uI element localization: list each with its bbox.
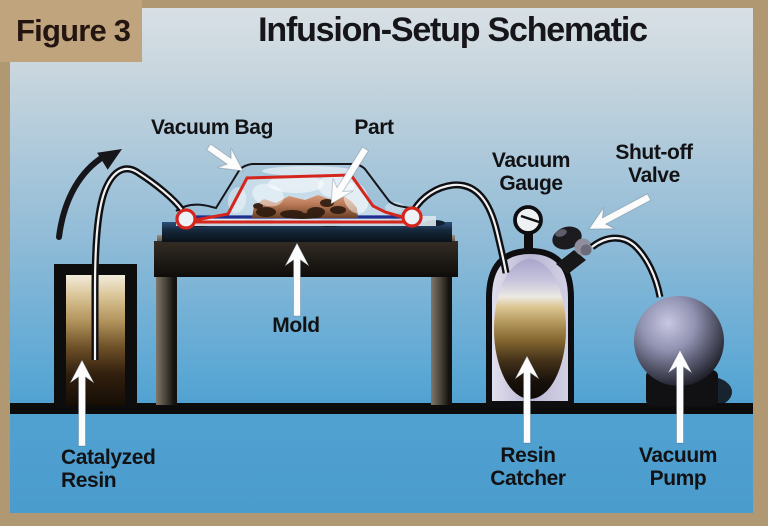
vacuum-bag-pointer-arrow <box>205 143 244 172</box>
gauge-needle <box>520 214 540 224</box>
mold-surface-layer <box>162 222 452 242</box>
label-part: Part <box>354 116 394 139</box>
mold-slab <box>154 241 458 277</box>
vacuum-pump-pointer-arrow <box>667 348 693 444</box>
figure-label: Figure 3 <box>16 13 131 48</box>
part-pointer-arrow <box>330 146 370 205</box>
flow-direction-arrow <box>56 149 122 240</box>
label-vacuum-pump: Vacuum Pump <box>638 444 718 490</box>
resin-feed-tube <box>91 165 185 360</box>
mold-leg-right <box>431 275 452 405</box>
label-vacuum-gauge: Vacuum Gauge <box>491 149 571 195</box>
label-vacuum-bag: Vacuum Bag <box>150 116 274 139</box>
page-title: Infusion-Setup Schematic <box>258 11 648 49</box>
figure-tag-box: Figure 3 <box>0 0 142 62</box>
inlet-fitting-ring <box>175 208 197 230</box>
label-mold: Mold <box>272 314 320 337</box>
resin-catcher-pointer-arrow <box>514 354 540 444</box>
bag-outline <box>175 163 418 212</box>
vacuum-bag-assembly <box>175 163 436 226</box>
shutoff-valve-body <box>552 226 592 274</box>
pump-sphere <box>634 296 724 386</box>
gauge-stem <box>524 232 533 258</box>
catalyzed-resin-pointer-arrow <box>69 358 95 447</box>
mold-pointer-arrow <box>284 241 310 317</box>
mold-leg-left <box>156 275 177 405</box>
vacuum-tube <box>411 181 510 274</box>
shutoff-valve-pointer-arrow <box>588 193 652 230</box>
label-resin-catcher: Resin Catcher <box>490 444 566 490</box>
ground-line <box>10 403 753 414</box>
pointer-arrows <box>69 143 693 447</box>
pump-tube <box>589 234 664 298</box>
vacuum-gauge-dial <box>513 205 543 235</box>
catcher-resin-level <box>494 259 566 399</box>
outlet-fitting-ring <box>401 206 423 228</box>
resin-catcher <box>486 205 574 407</box>
label-shutoff-valve: Shut-off Valve <box>615 141 693 187</box>
label-catalyzed-resin: Catalyzed Resin <box>61 446 156 492</box>
